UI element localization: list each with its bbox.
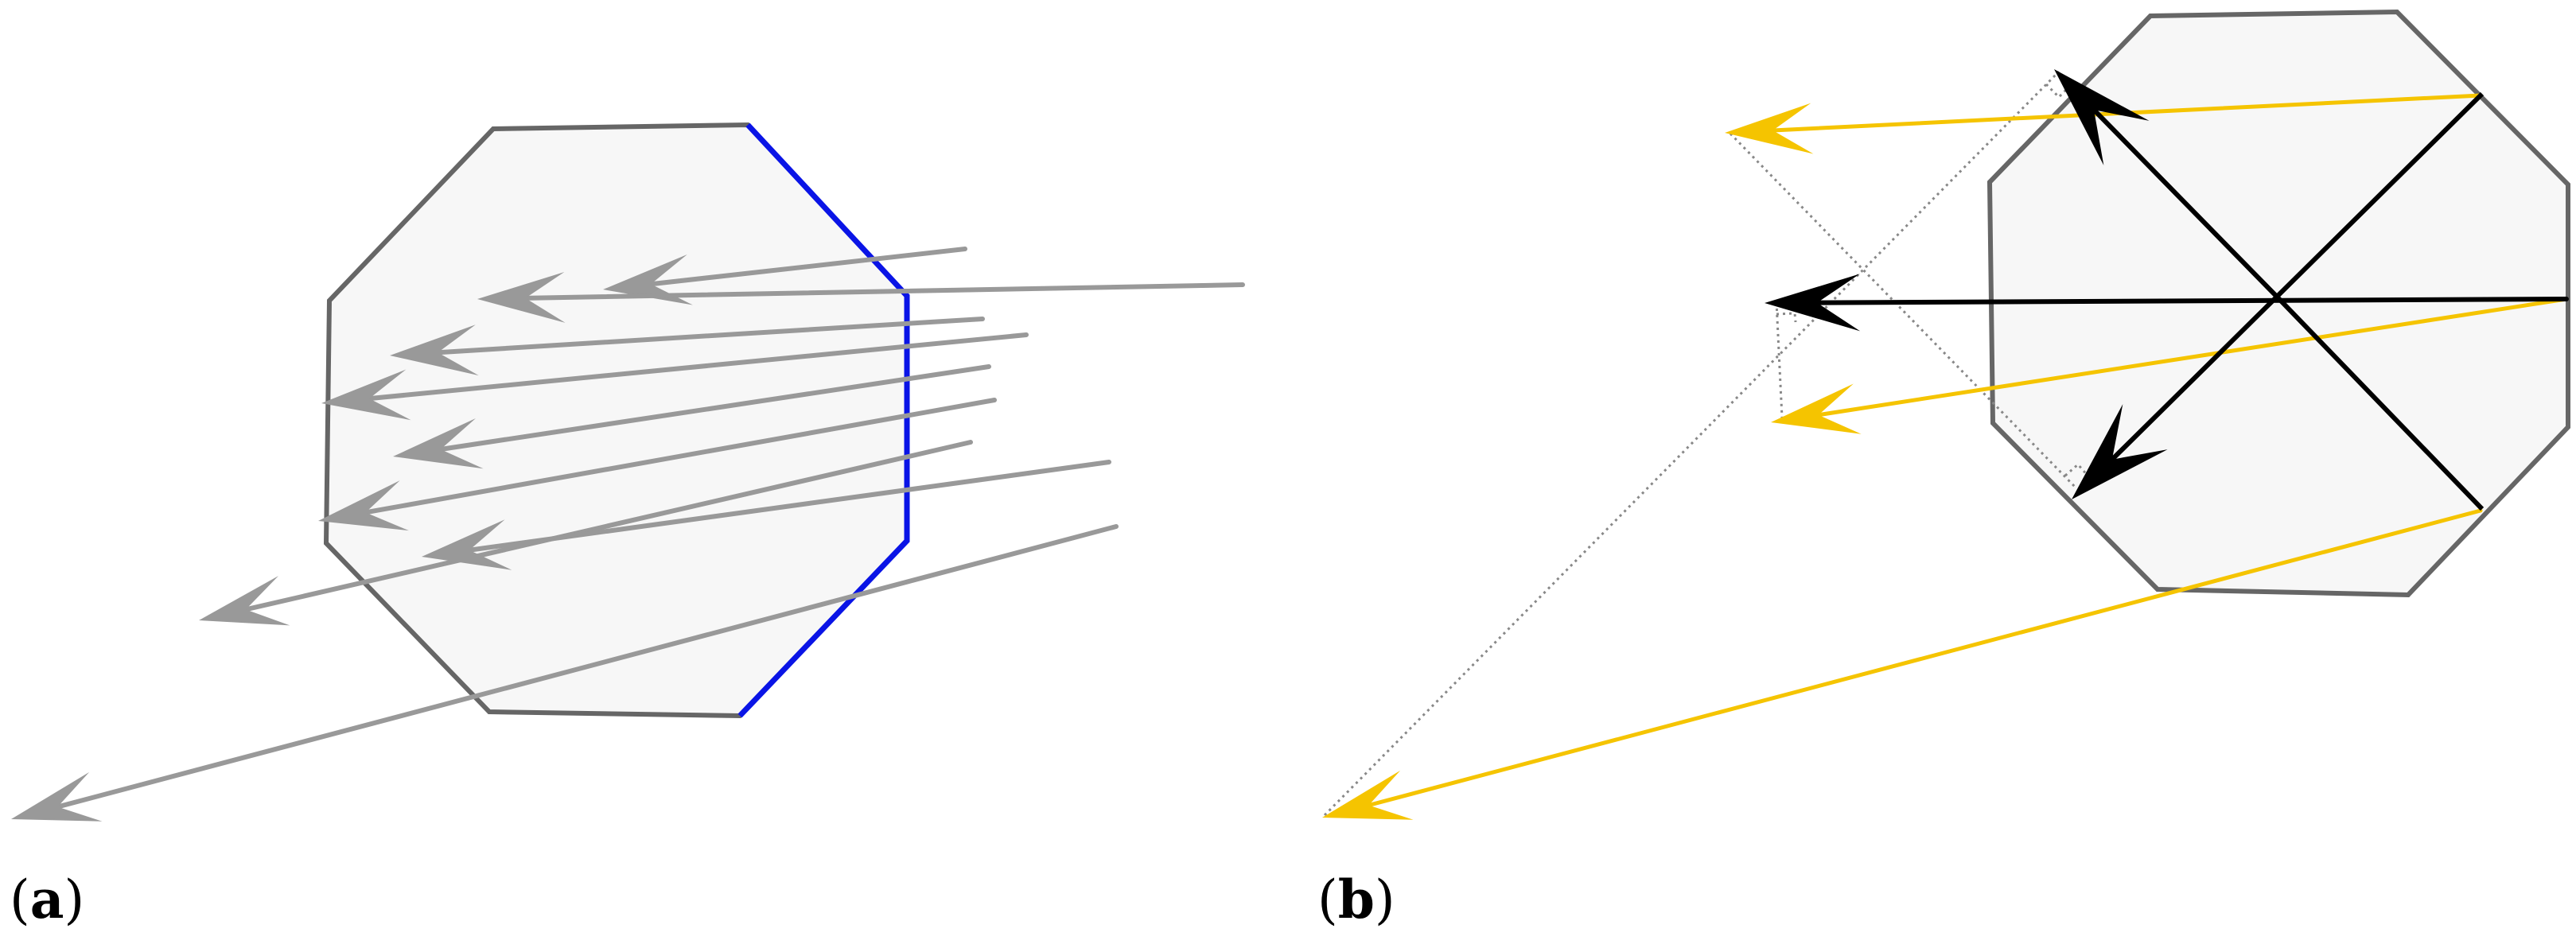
gray-ray: [603, 247, 967, 305]
yellow-ray-group: [1322, 93, 2569, 820]
ray-line: [1816, 297, 2569, 418]
black-ray: [2072, 294, 2279, 499]
yellow-ray: [1771, 297, 2569, 434]
panel-label-a: (a): [10, 868, 85, 931]
construction-line: [1323, 70, 2060, 817]
ray-line: [1366, 508, 2483, 807]
arrow-icon: [422, 519, 512, 570]
arrow-icon: [11, 771, 103, 822]
gray-ray: [318, 398, 997, 531]
ray-line: [55, 524, 1119, 810]
arrow-icon: [2072, 404, 2168, 499]
ray-line: [1814, 297, 2569, 305]
gray-ray: [199, 440, 973, 626]
ray-line: [367, 332, 1029, 402]
gray-ray: [390, 317, 985, 376]
panel-b: [1322, 9, 2570, 820]
gray-ray-group: [11, 247, 1245, 822]
ray-line: [466, 460, 1111, 553]
ray-line: [648, 247, 967, 287]
gray-ray: [477, 271, 1245, 323]
highlighted-edges: [737, 122, 910, 718]
yellow-ray: [1322, 508, 2483, 820]
construction-line: [1775, 301, 1784, 418]
octagon-shape-a: [323, 122, 909, 719]
ray-line: [2109, 294, 2279, 462]
arrow-icon: [477, 271, 566, 323]
panel-label-b: (b): [1317, 868, 1395, 931]
arrow-icon: [318, 480, 409, 531]
ray-line: [2092, 107, 2279, 299]
ray-line: [363, 398, 997, 515]
right-angle-mark: [1776, 312, 1797, 323]
panel-a: [11, 122, 1245, 822]
ray-line: [438, 364, 991, 452]
gray-ray: [422, 460, 1111, 570]
black-ray-group: [1765, 69, 2569, 511]
normal-line: [2274, 91, 2485, 299]
arrow-icon: [393, 418, 484, 469]
arrow-icon: [1322, 770, 1414, 820]
black-ray: [2054, 69, 2279, 299]
ray-line: [243, 440, 973, 612]
ray-line: [523, 282, 1245, 301]
black-ray: [1765, 274, 2569, 332]
arrow-icon: [1771, 383, 1862, 434]
construction-lines: [1323, 70, 2091, 817]
arrow-icon: [1765, 274, 1861, 332]
ray-line: [435, 317, 985, 356]
arrow-icon: [1725, 103, 1814, 154]
gray-ray: [11, 524, 1119, 822]
arrow-icon: [2054, 69, 2150, 165]
arrow-icon: [390, 324, 479, 376]
gray-ray: [393, 364, 991, 469]
arrow-icon: [603, 254, 693, 305]
normal-line: [2274, 294, 2485, 511]
arrow-icon: [199, 576, 290, 626]
gray-ray: [321, 332, 1029, 421]
arrow-icon: [321, 369, 411, 421]
